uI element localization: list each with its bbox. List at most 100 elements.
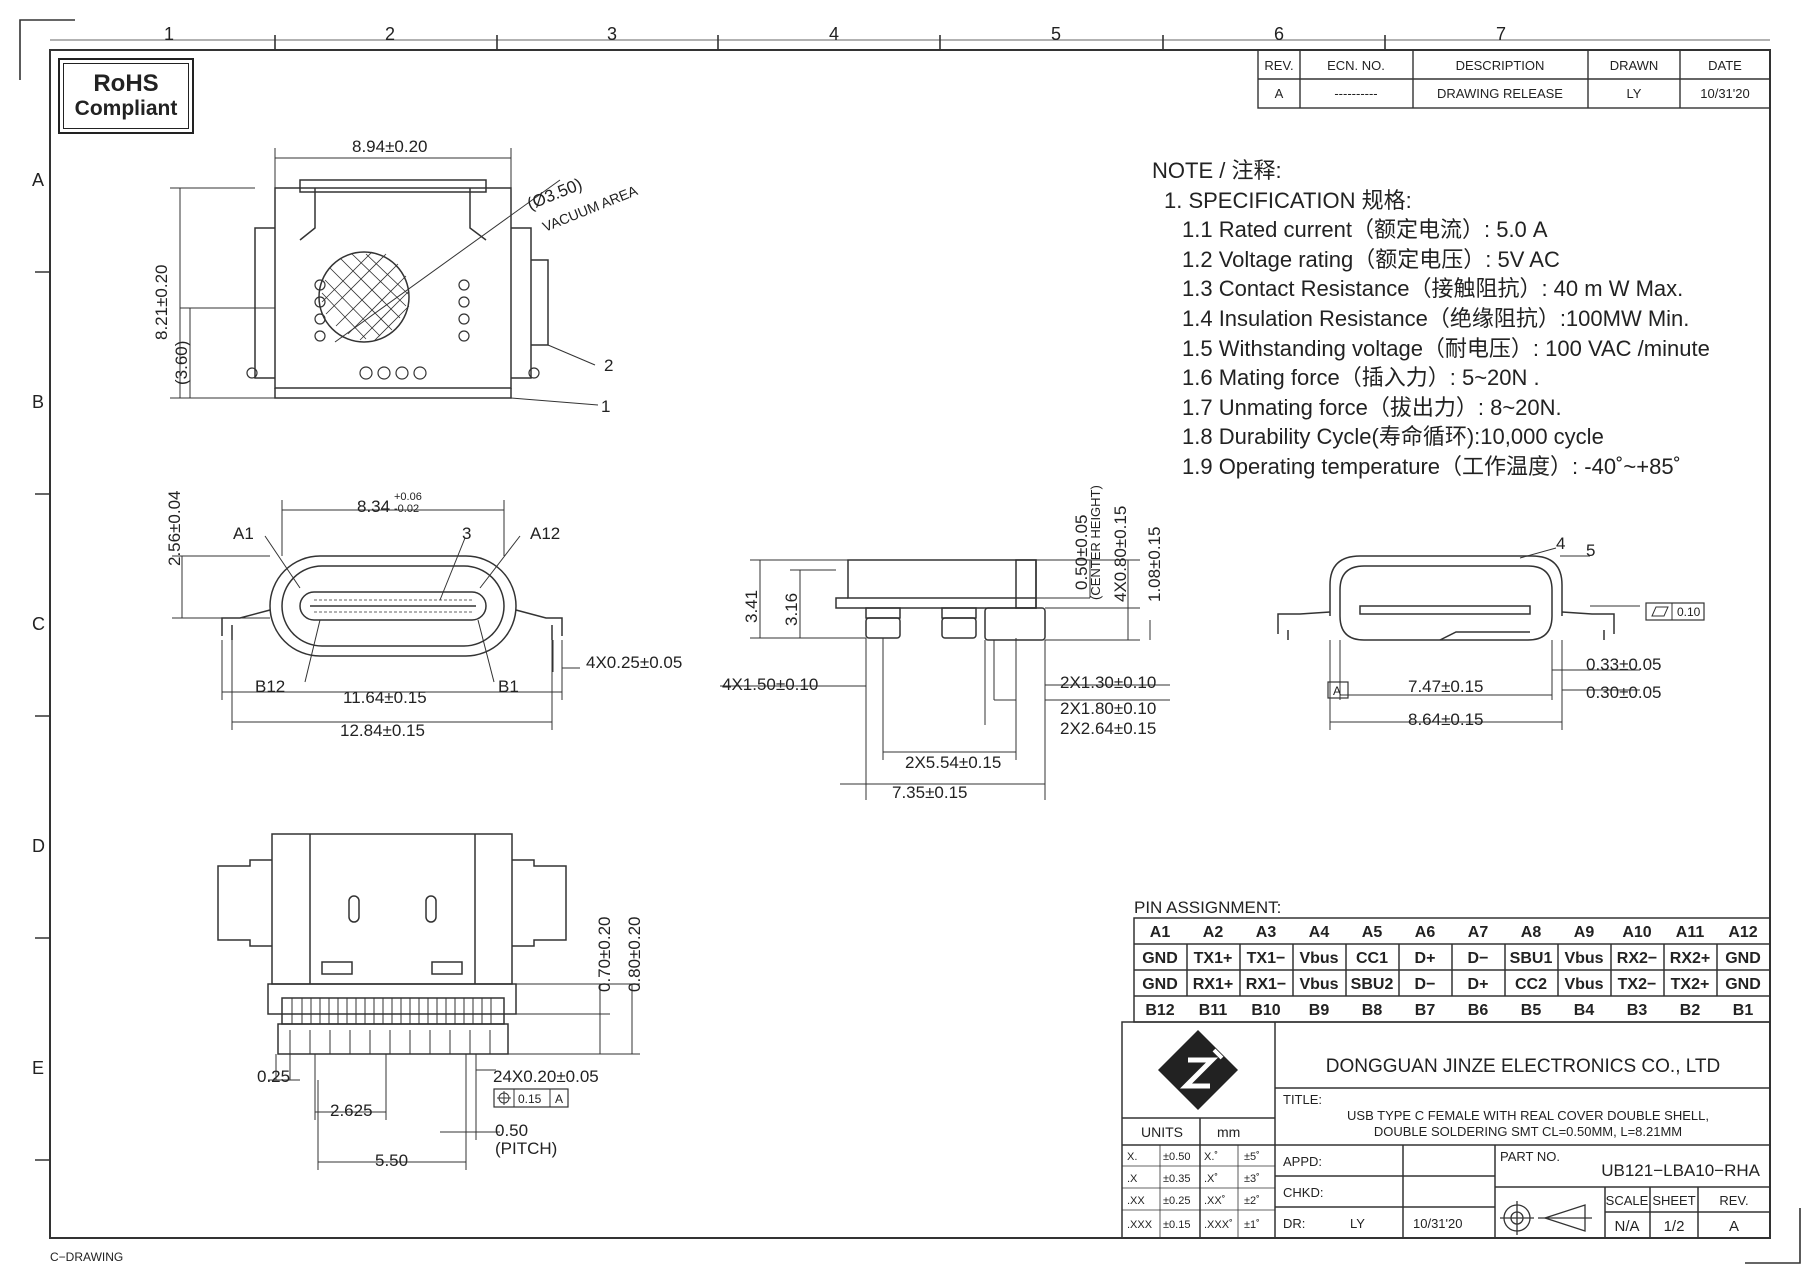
pin-signal-b: RX1+ xyxy=(1193,976,1233,993)
flatness-callout: 0.10 xyxy=(1645,602,1705,621)
zone-letter: E xyxy=(32,1058,44,1078)
scale-value: N/A xyxy=(1614,1218,1639,1235)
flatness-value: 0.10 xyxy=(1677,605,1701,619)
zone-number: 1 xyxy=(164,24,174,44)
tol-cell: ±0.50 xyxy=(1163,1151,1190,1163)
label-a12: A12 xyxy=(530,524,560,543)
callout-2: 2 xyxy=(604,356,613,375)
pad-width-dim: 4X0.25±0.05 xyxy=(586,653,682,672)
rohs-badge: RoHS Compliant xyxy=(58,58,194,134)
tol-cell: ±1˚ xyxy=(1244,1219,1260,1231)
tol-cell: ±2˚ xyxy=(1244,1195,1260,1207)
side-264-dim: 2X2.64±0.15 xyxy=(1060,719,1156,738)
sec-747-dim: 7.47±0.15 xyxy=(1408,677,1484,696)
pin-label-b: B6 xyxy=(1468,1002,1489,1019)
notes-block: NOTE / 注释: 1. SPECIFICATION 规格: 1.1 Rate… xyxy=(1152,156,1710,482)
company-logo xyxy=(1158,1030,1238,1110)
pin-label-b: B5 xyxy=(1521,1002,1542,1019)
bot-2625-dim: 2.625 xyxy=(330,1101,373,1120)
bot-025-dim: 0.25 xyxy=(257,1067,290,1086)
spec-item: 1.6 Mating force（插入力）: 5~20N . xyxy=(1182,365,1540,391)
sheet-label: SHEET xyxy=(1652,1193,1695,1208)
tol-cell: .X xyxy=(1127,1173,1138,1185)
pin-label-b: B9 xyxy=(1309,1002,1330,1019)
pin-label-b: B2 xyxy=(1680,1002,1701,1019)
side-108-dim: 1.08±0.15 xyxy=(1145,526,1164,602)
pin-label-b: B3 xyxy=(1627,1002,1648,1019)
pin-label-b: B12 xyxy=(1145,1002,1174,1019)
center-height-label: (CENTER HEIGHT) xyxy=(1088,485,1103,600)
zone-number: 3 xyxy=(607,24,617,44)
tol-cell: .XX˚ xyxy=(1204,1195,1225,1207)
callout-4: 4 xyxy=(1556,534,1565,553)
part-no-label: PART NO. xyxy=(1500,1149,1560,1164)
callout-3: 3 xyxy=(462,524,471,543)
datum-a-section: A xyxy=(1327,681,1349,699)
tol-cell: ±5˚ xyxy=(1244,1151,1260,1163)
spec-item: 1.9 Operating temperature（工作温度）: -40˚~+8… xyxy=(1182,453,1681,479)
tol-cell: ±3˚ xyxy=(1244,1173,1260,1185)
pin-signal-b: GND xyxy=(1142,976,1178,993)
sec-033-dim: 0.33±0.05 xyxy=(1586,655,1662,674)
pin-signal-a: RX2− xyxy=(1617,950,1657,967)
description-value: DRAWING RELEASE xyxy=(1437,86,1563,101)
rohs-label: RoHS xyxy=(93,70,159,97)
front-view xyxy=(172,500,580,730)
side-180-dim: 2X1.80±0.10 xyxy=(1060,699,1156,718)
side-735-dim: 7.35±0.15 xyxy=(892,783,968,802)
zone-letter: C xyxy=(32,614,45,634)
pin-signal-a: TX1− xyxy=(1247,950,1286,967)
rev-label: REV. xyxy=(1719,1193,1748,1208)
description-header: DESCRIPTION xyxy=(1456,58,1545,73)
bottom-view xyxy=(217,833,640,1170)
bot-pins-dim: 24X0.20±0.05 xyxy=(493,1067,599,1086)
vacuum-height-dim: (3.60) xyxy=(172,341,191,385)
rohs-compliant-label: Compliant xyxy=(74,97,178,120)
width-11-dim: 11.64±0.15 xyxy=(343,688,427,707)
revision-table: REV. ECN. NO. DESCRIPTION DRAWN DATE A -… xyxy=(1257,49,1771,109)
appd-label: APPD: xyxy=(1283,1154,1322,1169)
pin-label-a: A7 xyxy=(1468,924,1489,941)
spec-item: 1.1 Rated current（额定电流）: 5.0 A xyxy=(1182,217,1548,243)
front-width-tol-dn: -0.02 xyxy=(394,503,419,515)
zone-number: 6 xyxy=(1274,24,1284,44)
pin-label-a: A3 xyxy=(1256,924,1277,941)
sheet-value: 1/2 xyxy=(1664,1218,1685,1235)
pin-signal-b: Vbus xyxy=(1564,976,1603,993)
tol-cell: ±0.25 xyxy=(1163,1195,1190,1207)
spec-item: 1.2 Voltage rating（额定电压）: 5V AC xyxy=(1182,246,1560,272)
label-b1: B1 xyxy=(498,677,519,696)
pin-label-a: A11 xyxy=(1676,924,1705,941)
pin-label-a: A2 xyxy=(1203,924,1224,941)
bot-pitch-label: (PITCH) xyxy=(495,1139,557,1158)
spec-heading: 1. SPECIFICATION 规格: xyxy=(1164,187,1412,213)
label-a1: A1 xyxy=(233,524,254,543)
side-554-dim: 2X5.54±0.15 xyxy=(905,753,1001,772)
pin-signal-b: TX2+ xyxy=(1671,976,1710,993)
side-341-dim: 3.41 xyxy=(742,590,761,623)
spec-item: 1.5 Withstanding voltage（耐电压）: 100 VAC /… xyxy=(1182,335,1710,361)
section-view xyxy=(1277,547,1640,730)
pin-label-b: B1 xyxy=(1733,1002,1754,1019)
pin-signal-b: D+ xyxy=(1468,976,1489,993)
tol-cell: .XXX xyxy=(1127,1219,1153,1231)
zone-number: 5 xyxy=(1051,24,1061,44)
pin-label-a: A6 xyxy=(1415,924,1436,941)
drawn-header: DRAWN xyxy=(1610,58,1659,73)
zone-letter: A xyxy=(32,170,44,190)
side-150-dim: 4X1.50±0.10 xyxy=(722,675,818,694)
title-line-1: USB TYPE C FEMALE WITH REAL COVER DOUBLE… xyxy=(1347,1108,1709,1123)
callout-5: 5 xyxy=(1586,541,1595,560)
company-name: DONGGUAN JINZE ELECTRONICS CO., LTD xyxy=(1326,1056,1720,1077)
pin-signal-a: Vbus xyxy=(1564,950,1603,967)
pin-label-b: B7 xyxy=(1415,1002,1436,1019)
bot-pitch-dim: 0.50 xyxy=(495,1121,528,1140)
top-view xyxy=(170,148,599,406)
section-view-labels: 7.47±0.15 8.64±0.15 0.33±0.05 0.30±0.05 … xyxy=(1408,534,1662,729)
pin-label-a: A4 xyxy=(1309,924,1330,941)
pin-signal-b: TX2− xyxy=(1618,976,1657,993)
pin-signal-a: D− xyxy=(1468,950,1489,967)
side-316-dim: 3.16 xyxy=(782,593,801,626)
units-label: UNITS xyxy=(1141,1124,1183,1140)
